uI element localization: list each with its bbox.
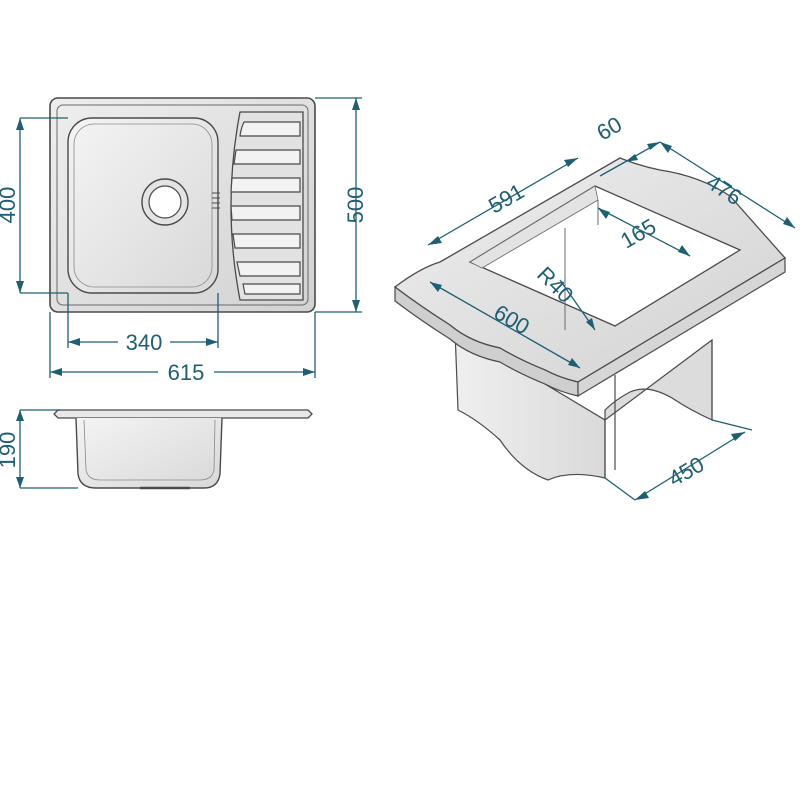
dim-bowl-width: 340 [67,293,219,355]
dim-bowl-height-label: 400 [0,187,20,224]
side-bowl-inner [83,419,216,481]
dim-overall-width: 615 [49,312,316,385]
dim-overall-width-label: 615 [168,360,205,385]
dim-depth-label: 190 [0,432,20,469]
installation-view: 591 60 476 165 R40 [393,112,796,501]
drainboard-ribs [230,121,301,295]
side-rim [53,409,313,419]
top-view: 400 500 340 615 [0,97,368,385]
dim-cabinet-depth: 450 [604,419,753,501]
dim-cutout-length-label: 591 [484,178,528,218]
dim-bowl-width-label: 340 [126,330,163,355]
dim-overall-height: 500 [315,97,368,313]
dim-bowl-height: 400 [0,117,68,294]
dim-cabinet-depth-label: 450 [664,451,708,491]
sink-bowl-inner [73,123,213,288]
dim-overall-height-label: 500 [343,187,368,224]
drain-inner [148,185,182,219]
countertop-edge-right [577,256,786,398]
overflow-slots [212,192,220,209]
cabinet-left-panel [454,328,606,481]
side-view: 190 [0,409,313,490]
side-bowl [75,417,223,489]
sink-inner-rim [56,104,309,306]
cabinet-right-bottom [614,340,713,470]
dim-edge-offset-label: 60 [592,112,626,146]
dim-depth: 190 [0,409,78,489]
